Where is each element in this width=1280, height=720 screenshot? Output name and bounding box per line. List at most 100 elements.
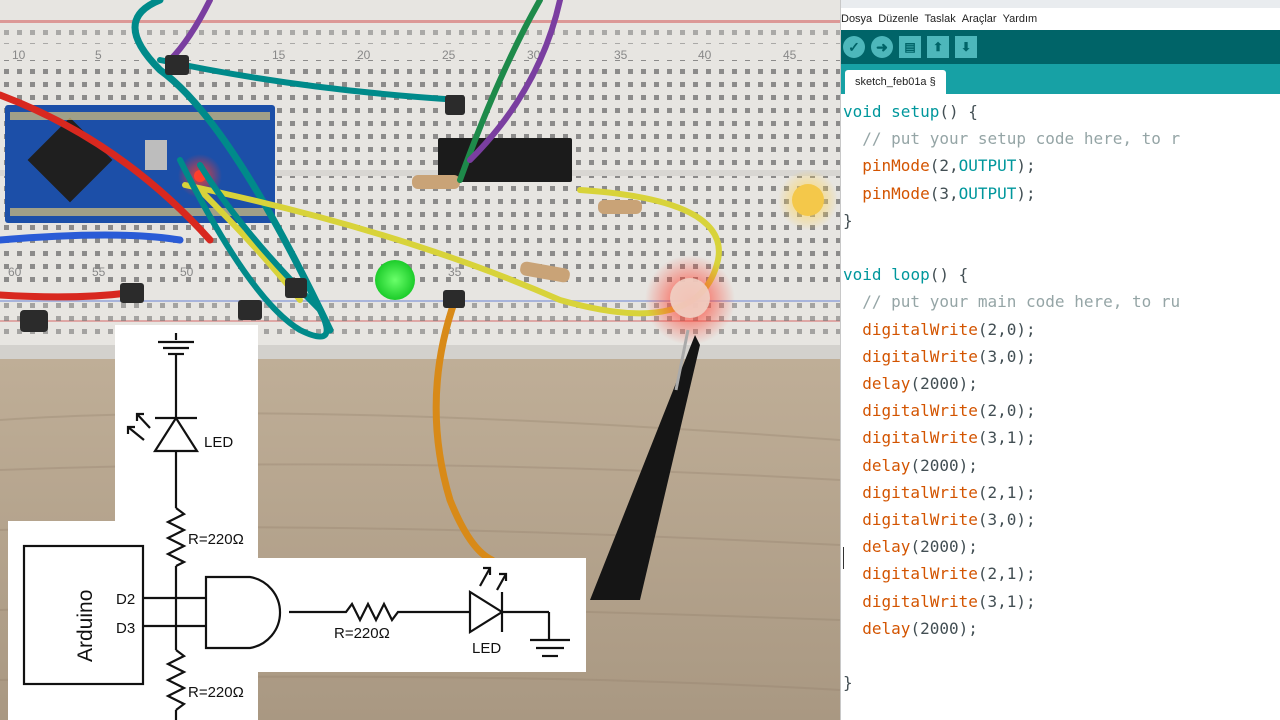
code-token: (3,0); bbox=[977, 510, 1036, 529]
code-token bbox=[843, 510, 862, 529]
code-token: delay bbox=[862, 374, 911, 393]
arrow-down-icon: ⬇ bbox=[960, 40, 972, 54]
arduino-ide-window: Dosya Düzenle Taslak Araçlar Yardım ✓ ➜ … bbox=[840, 0, 1280, 720]
tab-sketch[interactable]: sketch_feb01a § bbox=[845, 70, 946, 94]
row-number: 60 bbox=[8, 265, 22, 279]
code-token: (2,0); bbox=[977, 401, 1036, 421]
tab-bar: sketch_feb01a § bbox=[841, 64, 1280, 94]
open-sketch-button[interactable]: ⬆ bbox=[927, 36, 949, 58]
ide-toolbar: ✓ ➜ ▤ ⬆ ⬇ bbox=[841, 30, 1280, 64]
code-token: delay bbox=[862, 618, 911, 638]
code-line: digitalWrite(3,0); bbox=[843, 506, 1036, 533]
code-token bbox=[843, 374, 862, 393]
code-token bbox=[882, 265, 892, 284]
code-token bbox=[843, 456, 862, 475]
code-token: (2000); bbox=[910, 455, 978, 475]
code-line: } bbox=[843, 207, 853, 234]
probe-tweezers bbox=[590, 335, 700, 600]
code-line: delay(2000); bbox=[843, 452, 978, 479]
code-token bbox=[843, 184, 862, 203]
menu-help[interactable]: Yardım bbox=[1002, 13, 1038, 25]
code-token bbox=[843, 537, 862, 556]
code-token: digitalWrite bbox=[862, 346, 978, 366]
code-line: } bbox=[843, 669, 853, 696]
code-line: void setup() { bbox=[843, 98, 978, 125]
code-line: pinMode(2,OUTPUT); bbox=[843, 152, 1035, 179]
code-token bbox=[843, 428, 862, 447]
window-titlebar bbox=[841, 0, 1280, 8]
document-icon: ▤ bbox=[904, 40, 916, 54]
code-line: // put your main code here, to ru bbox=[843, 288, 1180, 315]
menu-sketch[interactable]: Taslak bbox=[924, 13, 956, 25]
code-token: digitalWrite bbox=[862, 591, 978, 611]
verify-button[interactable]: ✓ bbox=[843, 36, 865, 58]
code-token: (2,1); bbox=[977, 482, 1036, 502]
col-number: 35 bbox=[614, 48, 628, 62]
code-token: (3,0); bbox=[977, 346, 1036, 366]
code-line: digitalWrite(2,0); bbox=[843, 397, 1036, 424]
code-token: void bbox=[843, 265, 882, 285]
code-token bbox=[843, 156, 862, 175]
code-token: () { bbox=[939, 102, 978, 121]
menu-tools[interactable]: Araçlar bbox=[961, 13, 997, 25]
row-number: 50 bbox=[180, 265, 194, 279]
code-line: digitalWrite(2,1); bbox=[843, 479, 1036, 506]
code-token: delay bbox=[862, 455, 911, 475]
code-token: digitalWrite bbox=[862, 401, 978, 421]
code-token bbox=[843, 592, 862, 611]
row-number: 55 bbox=[92, 265, 106, 279]
menu-edit[interactable]: Düzenle bbox=[878, 13, 919, 25]
code-line: // put your setup code here, to r bbox=[843, 125, 1180, 152]
new-sketch-button[interactable]: ▤ bbox=[899, 36, 921, 58]
breadboard-photo: 10 5 15 20 25 30 35 40 45 60 55 50 35 30 bbox=[0, 0, 840, 720]
code-token: digitalWrite bbox=[862, 319, 978, 339]
code-line: digitalWrite(2,0); bbox=[843, 316, 1035, 343]
arrow-right-icon: ➜ bbox=[876, 38, 888, 55]
col-number: 5 bbox=[95, 48, 102, 62]
menu-file[interactable]: Dosya bbox=[841, 13, 873, 25]
code-token: digitalWrite bbox=[862, 510, 978, 529]
check-icon: ✓ bbox=[848, 38, 860, 55]
code-token: pinMode bbox=[862, 183, 930, 203]
code-line: digitalWrite(3,1); bbox=[843, 588, 1035, 615]
menu-bar: Dosya Düzenle Taslak Araçlar Yardım bbox=[841, 8, 1280, 30]
code-token: (2, bbox=[929, 156, 959, 176]
code-token: digitalWrite bbox=[862, 564, 978, 584]
resistors bbox=[412, 175, 642, 283]
code-token: // put your main code here, to ru bbox=[843, 292, 1181, 312]
code-token: (2000); bbox=[910, 537, 978, 557]
col-number: 45 bbox=[783, 48, 797, 62]
breadboard-scene: 10 5 15 20 25 30 35 40 45 60 55 50 35 30 bbox=[0, 0, 840, 720]
code-line: digitalWrite(3,0); bbox=[843, 343, 1036, 370]
col-number: 20 bbox=[357, 48, 371, 62]
code-token: ); bbox=[1016, 183, 1036, 203]
code-line: digitalWrite(3,1); bbox=[843, 424, 1035, 451]
code-token: loop bbox=[891, 265, 930, 285]
col-number: 40 bbox=[698, 48, 712, 62]
code-line: delay(2000); bbox=[843, 533, 978, 560]
code-token: (2000); bbox=[910, 618, 978, 638]
code-token bbox=[843, 483, 862, 502]
code-token: pinMode bbox=[862, 156, 930, 176]
code-token: setup bbox=[891, 102, 940, 121]
code-token: (3, bbox=[929, 183, 959, 203]
code-editor[interactable]: void setup() { // put your setup code he… bbox=[841, 96, 1280, 720]
row-number: 35 bbox=[448, 265, 462, 279]
green-led bbox=[375, 260, 415, 300]
col-number: 10 bbox=[12, 48, 26, 62]
code-line: delay(2000); bbox=[843, 370, 978, 397]
code-token: OUTPUT bbox=[958, 156, 1017, 176]
code-line: delay(2000); bbox=[843, 615, 978, 642]
code-token bbox=[843, 619, 862, 638]
save-sketch-button[interactable]: ⬇ bbox=[955, 36, 977, 58]
code-token: digitalWrite bbox=[862, 428, 978, 448]
code-token: } bbox=[843, 210, 853, 230]
code-token: OUTPUT bbox=[958, 183, 1017, 203]
col-number: 15 bbox=[272, 48, 286, 62]
code-token: (2,1); bbox=[977, 564, 1036, 584]
code-token: // put your setup code here, to r bbox=[843, 129, 1181, 149]
code-line: pinMode(3,OUTPUT); bbox=[843, 180, 1036, 207]
col-number: 30 bbox=[527, 48, 541, 62]
upload-button[interactable]: ➜ bbox=[871, 36, 893, 58]
logic-ic-chip bbox=[438, 138, 572, 182]
